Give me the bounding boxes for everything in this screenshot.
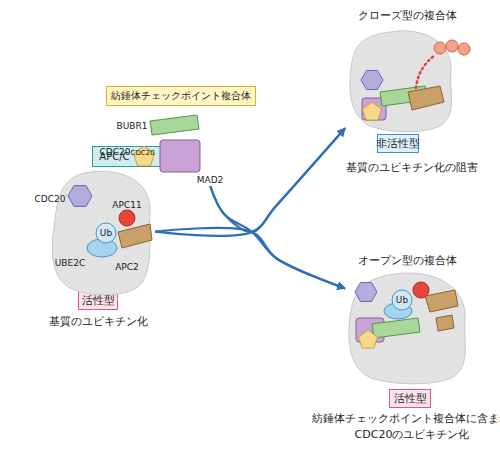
reaction-arrow	[210, 186, 345, 288]
mad2-block	[160, 140, 200, 172]
state-box: 活性型	[78, 291, 118, 310]
reaction-arrow	[155, 228, 345, 288]
complex-blob	[349, 273, 465, 384]
bubr1-bar	[150, 115, 199, 135]
box-label: 紡錘体チェックポイント複合体	[111, 89, 251, 103]
box-label: 非活性型	[376, 136, 420, 151]
box-label: 活性型	[82, 293, 115, 308]
part-label: CDC20	[100, 147, 131, 157]
complex-outline	[30, 168, 155, 298]
complex-blob	[350, 31, 452, 132]
part-label: MAD2	[197, 175, 224, 185]
caption-label: 紡錘体チェックポイント複合体に含まれる CDC20のユビキチン化	[312, 411, 500, 443]
open-complex: オープン型の複合体 Ub	[345, 250, 470, 387]
complex-outline	[345, 250, 470, 387]
ubiquitin-bead	[446, 40, 458, 52]
part-label: APC11	[112, 200, 141, 210]
complex-outline	[345, 6, 470, 132]
complex-blob	[52, 171, 150, 295]
part-label: CDC20	[35, 194, 66, 204]
part-label: UBE2C	[55, 258, 85, 268]
state-box: 活性型	[389, 389, 431, 408]
caption-label: 基質のユビキチン化の阻害	[332, 160, 492, 176]
part-label: APC2	[115, 262, 139, 272]
part-label: クローズ型の複合体	[358, 8, 457, 23]
part-label: Ub	[396, 295, 408, 305]
part-label: BUBR1	[117, 121, 148, 131]
box-label: 活性型	[394, 391, 427, 406]
apc-complex: CDC20Ub APC11UBE2C APC2	[30, 168, 155, 298]
complex-name-box: 紡錘体チェックポイント複合体	[106, 86, 256, 106]
closed-complex: クローズ型の複合体	[345, 6, 470, 132]
part-label: オープン型の複合体	[358, 253, 457, 268]
state-box: 非活性型	[377, 134, 419, 153]
ubiquitin-bead	[458, 43, 470, 55]
reaction-arrow	[155, 128, 345, 236]
reaction-arrow	[210, 128, 345, 232]
caption-label: 基質のユビキチン化	[33, 314, 163, 330]
box-label: CDC20	[131, 149, 155, 157]
part-label: Ub	[100, 228, 112, 238]
